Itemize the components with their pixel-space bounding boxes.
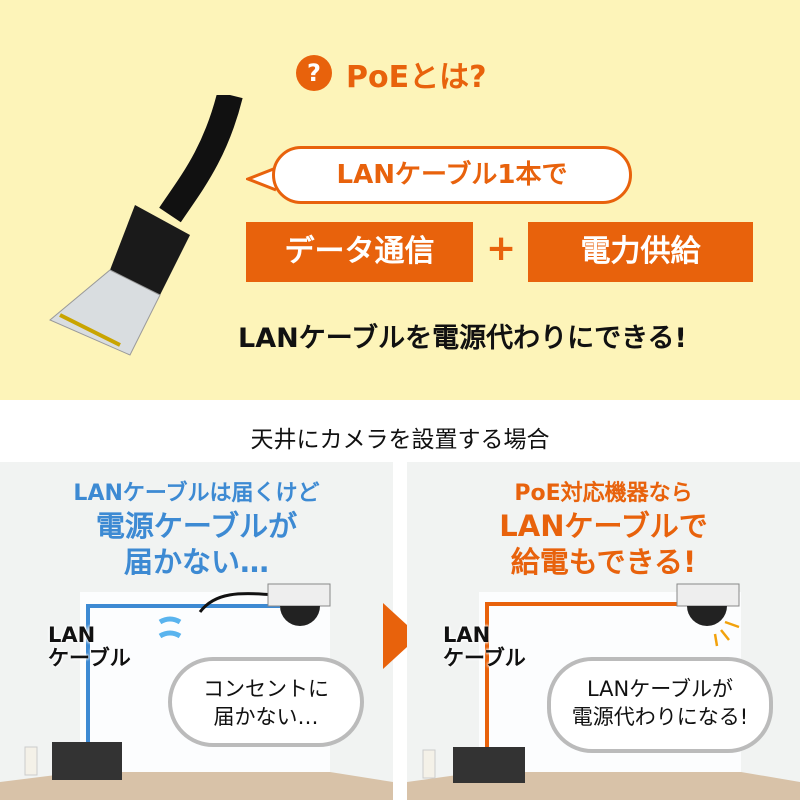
- plus-sign: +: [486, 228, 517, 269]
- right-heading-2: LANケーブルで: [499, 508, 708, 543]
- right-heading-1: PoE対応機器なら: [514, 481, 693, 506]
- speech-bubble-right: LANケーブルが電源代わりになる!: [547, 657, 773, 753]
- left-heading-3: 届かない…: [123, 544, 269, 579]
- power-cord: [198, 592, 276, 613]
- feature-power: 電力供給: [528, 222, 753, 282]
- left-heading-1: LANケーブルは届くけど: [73, 481, 320, 506]
- tagline: LANケーブルを電源代わりにできる!: [238, 323, 687, 354]
- feature-data: データ通信: [246, 222, 473, 282]
- question-icon: ?: [296, 55, 332, 91]
- bubble-pointer: [246, 166, 276, 192]
- lan-cable-image: [49, 95, 243, 356]
- speech-bubble-left: コンセントに届かない…: [168, 657, 364, 747]
- page-title: PoEとは?: [346, 60, 487, 95]
- left-heading-2: 電源ケーブルが: [95, 508, 298, 543]
- right-heading-3: 給電もできる!: [510, 544, 697, 579]
- camera-icon: [687, 606, 727, 626]
- camera-icon: [280, 606, 320, 626]
- speech-bubble: LANケーブル1本で: [272, 146, 632, 204]
- arrow-right-icon: [383, 603, 419, 669]
- case-title: 天井にカメラを設置する場合: [250, 427, 550, 453]
